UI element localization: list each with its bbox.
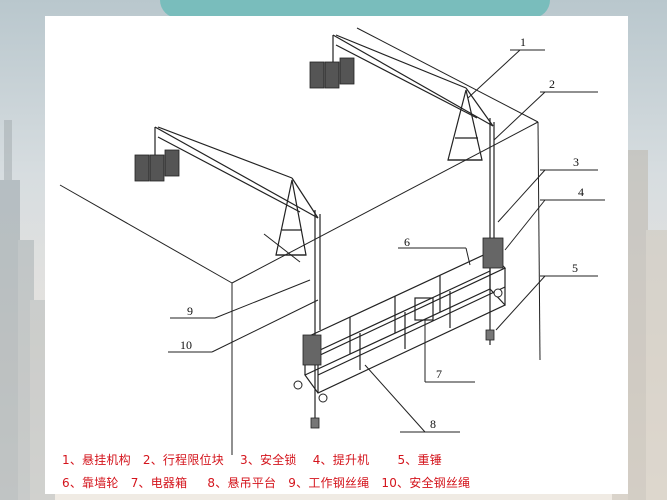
wall-wheels xyxy=(293,288,503,403)
legend-row-1: 1、悬挂机构 2、行程限位块 3、安全锁 4、提升机 5、重锤 xyxy=(62,451,622,468)
suspension-mechanism-right xyxy=(332,34,495,345)
legend-item-5: 5、重锤 xyxy=(397,453,442,467)
legend-item-10: 10、安全钢丝绳 xyxy=(381,476,471,490)
counterweight-right xyxy=(309,57,355,89)
callout-10: 10 xyxy=(180,338,192,352)
electrical-box xyxy=(414,297,434,321)
legend-item-3: 3、安全锁 xyxy=(240,453,297,467)
counterweight-left xyxy=(134,149,180,182)
hoist-machines xyxy=(302,237,504,366)
callout-7: 7 xyxy=(436,367,442,381)
legend-item-9: 9、工作钢丝绳 xyxy=(288,476,370,490)
callout-5: 5 xyxy=(572,261,578,275)
diagram-panel xyxy=(45,16,628,494)
callout-1: 1 xyxy=(520,35,526,49)
legend-row-2: 6、靠墙轮 7、电器箱 8、悬吊平台 9、工作钢丝绳 10、安全钢丝绳 xyxy=(62,474,622,491)
legend-item-4: 4、提升机 xyxy=(312,453,370,467)
legend-item-6: 6、靠墙轮 xyxy=(62,476,119,490)
legend-item-1: 1、悬挂机构 xyxy=(62,453,131,467)
callout-2: 2 xyxy=(549,77,555,91)
callout-4: 4 xyxy=(578,185,584,199)
top-accent-band xyxy=(160,0,550,18)
building-outline xyxy=(59,27,541,455)
leader-lines xyxy=(168,49,605,433)
callout-6: 6 xyxy=(404,235,410,249)
callout-3: 3 xyxy=(573,155,579,169)
city-skyline-right xyxy=(612,150,667,500)
suspension-mechanism-left xyxy=(154,126,321,420)
legend-item-7: 7、电器箱 xyxy=(130,476,188,490)
legend-item-2: 2、行程限位块 xyxy=(142,453,224,467)
legend-item-8: 8、悬吊平台 xyxy=(207,476,277,490)
counterweights-hanging xyxy=(310,329,495,429)
callout-9: 9 xyxy=(187,304,193,318)
callout-8: 8 xyxy=(430,417,436,431)
